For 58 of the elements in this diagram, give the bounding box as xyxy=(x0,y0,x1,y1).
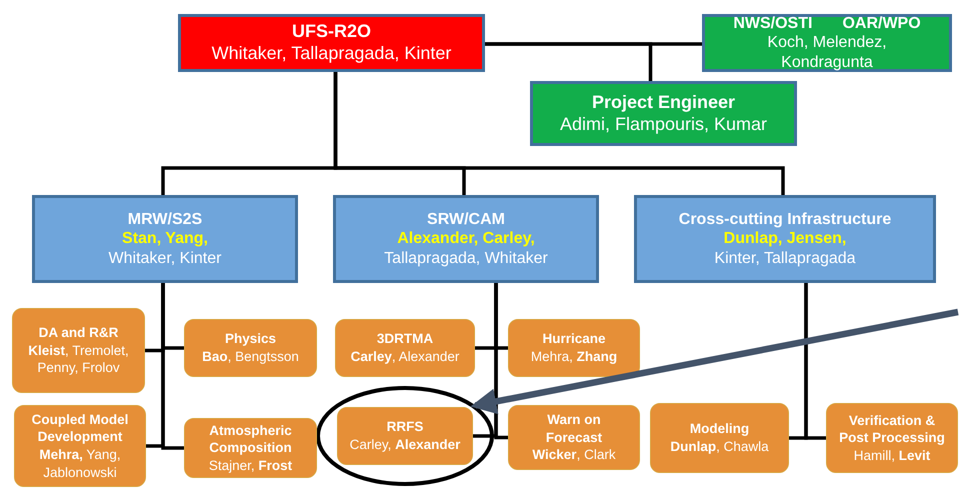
box-heading: 3DRTMA xyxy=(376,330,434,348)
member-names: Carley, Alexander xyxy=(350,348,460,366)
member-names: Kleist, Tremolet, Penny, Frolov xyxy=(27,342,130,377)
team-box xyxy=(650,403,789,473)
box-heading: RRFS xyxy=(386,418,424,436)
member-names: Mehra, Yang, Jablonowski xyxy=(38,446,122,482)
team-box xyxy=(12,308,145,393)
team-box xyxy=(508,405,640,470)
group-box xyxy=(634,195,936,283)
connector-line xyxy=(334,72,785,195)
team-box xyxy=(508,319,640,377)
box-heading: MRW/S2S xyxy=(128,210,202,230)
member-names: Dunlap, Jensen, xyxy=(724,229,846,249)
box-heading: Physics xyxy=(224,330,276,348)
member-names: Tallapragada, Whitaker xyxy=(384,248,548,268)
member-names: Alexander, Carley, xyxy=(397,229,535,249)
member-names: Whitaker, Kinter xyxy=(108,248,222,268)
box-heading: Cross-cutting Infrastructure xyxy=(678,210,892,230)
member-names: Stan, Yang, xyxy=(122,229,208,249)
member-names: Adimi, Flampouris, Kumar xyxy=(560,114,768,136)
group-box xyxy=(530,81,797,146)
team-box xyxy=(335,319,475,377)
team-box xyxy=(184,418,317,478)
team-box xyxy=(826,403,958,473)
member-names: Wicker, Clark xyxy=(532,446,616,464)
member-names: Bao, Bengtsson xyxy=(202,348,299,366)
group-box xyxy=(32,195,298,283)
arrow xyxy=(470,308,959,414)
box-heading: OAR/WPO xyxy=(842,14,921,34)
member-names: Dunlap, Chawla xyxy=(670,438,769,456)
group-box xyxy=(702,14,952,72)
member-names: Mehra, Zhang xyxy=(530,348,618,366)
member-names: Stajner, Frost xyxy=(208,456,292,474)
member-names: Kinter, Tallapragada xyxy=(714,248,856,268)
group-box xyxy=(333,195,599,283)
box-heading: Project Engineer xyxy=(592,92,736,114)
box-heading: NWS/OSTI xyxy=(733,14,812,34)
box-heading: SRW/CAM xyxy=(427,210,505,230)
box-heading: Coupled Model Development xyxy=(30,410,130,446)
member-names: Koch, Melendez, Kondragunta xyxy=(766,33,888,72)
box-heading: Modeling xyxy=(690,420,750,438)
member-names: Carley, Alexander xyxy=(350,436,460,454)
box-heading: UFS-R2O xyxy=(292,21,371,43)
member-names: Hamill, Levit xyxy=(854,446,930,464)
box-heading: Warn on Forecast xyxy=(544,411,604,446)
connector-line xyxy=(804,283,826,440)
team-box xyxy=(337,407,473,465)
box-heading: Verification & Post Processing xyxy=(838,412,946,447)
connector-line xyxy=(161,283,184,450)
box-heading: Atmospheric Composition xyxy=(208,422,293,457)
box-heading: Hurricane xyxy=(542,330,606,348)
box-heading: DA and R&R xyxy=(38,324,118,342)
team-box xyxy=(184,319,317,377)
member-names: Whitaker, Tallapragada, Kinter xyxy=(212,43,452,65)
connector-line xyxy=(494,283,508,440)
connector-line xyxy=(485,42,652,81)
group-box xyxy=(178,14,485,72)
team-box xyxy=(14,405,146,487)
